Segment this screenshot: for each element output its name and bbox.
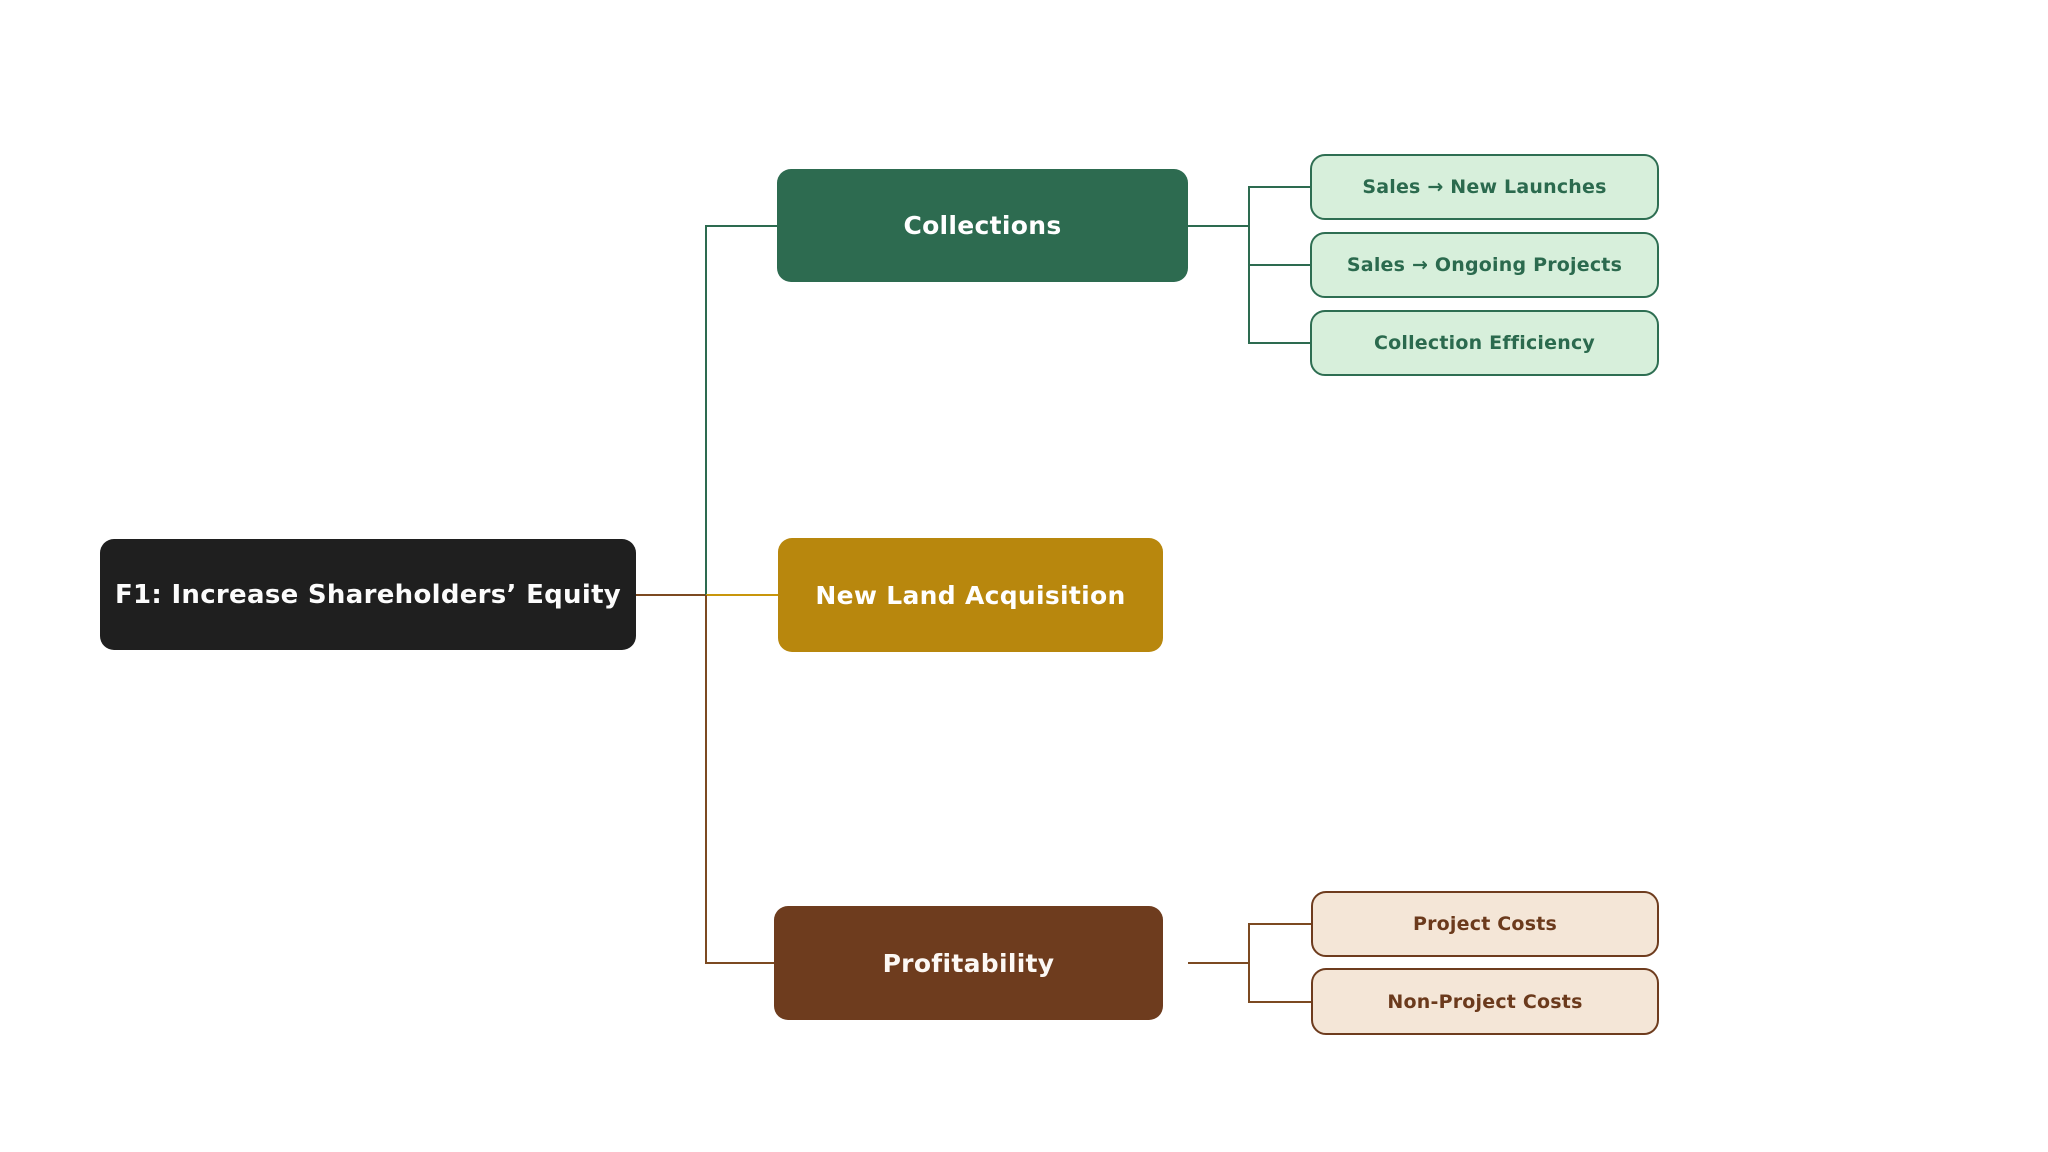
- edges-collections-children: [1188, 186, 1310, 344]
- node-root-label: F1: Increase Shareholders’ Equity: [114, 579, 622, 610]
- node-project-costs[interactable]: Project Costs: [1311, 891, 1659, 957]
- node-collections-label: Collections: [903, 211, 1062, 240]
- node-collection-efficiency-label: Collection Efficiency: [1373, 332, 1596, 354]
- node-non-project-costs[interactable]: Non-Project Costs: [1311, 968, 1659, 1035]
- node-new-land-acquisition[interactable]: New Land Acquisition: [778, 538, 1163, 652]
- node-profitability-label: Profitability: [882, 948, 1055, 978]
- edges-profitability-children: [1188, 923, 1311, 1003]
- node-non-project-costs-label: Non-Project Costs: [1387, 990, 1583, 1013]
- node-new-land-acquisition-label: New Land Acquisition: [815, 580, 1126, 610]
- node-project-costs-label: Project Costs: [1412, 913, 1557, 935]
- edge-root-to-collections: [705, 225, 777, 595]
- node-sales-new-launches-label: Sales → New Launches: [1362, 176, 1607, 198]
- edge-root-to-profitability: [705, 595, 774, 964]
- node-root[interactable]: F1: Increase Shareholders’ Equity: [100, 539, 636, 650]
- node-sales-ongoing-projects-label: Sales → Ongoing Projects: [1346, 254, 1623, 276]
- node-collections[interactable]: Collections: [777, 169, 1188, 282]
- node-sales-new-launches[interactable]: Sales → New Launches: [1310, 154, 1659, 220]
- node-sales-ongoing-projects[interactable]: Sales → Ongoing Projects: [1310, 232, 1659, 298]
- node-profitability[interactable]: Profitability: [774, 906, 1163, 1020]
- node-collection-efficiency[interactable]: Collection Efficiency: [1310, 310, 1659, 376]
